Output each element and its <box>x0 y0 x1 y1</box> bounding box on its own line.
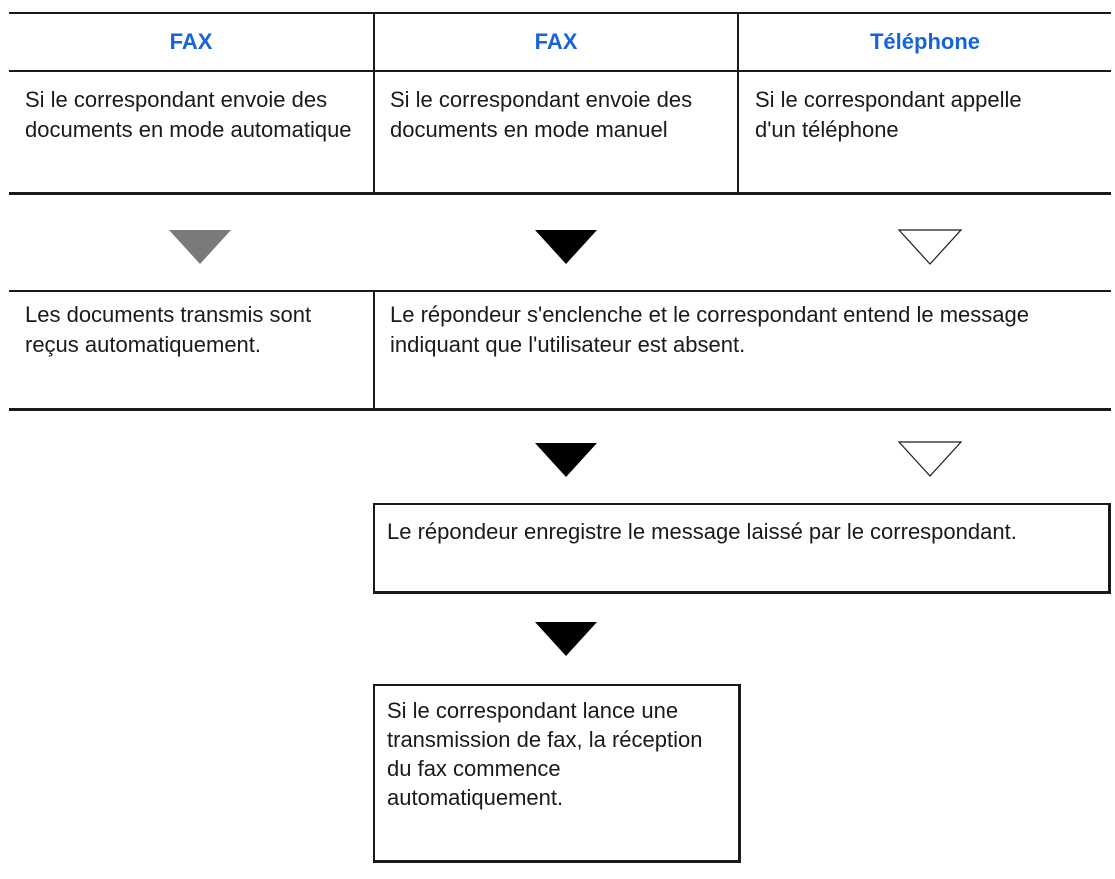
fax-reception-box: Si le correspondant lance une transmissi… <box>373 684 741 863</box>
arrow-down-outline <box>897 229 963 265</box>
answering-machine-text: Le répondeur s'enclenche et le correspon… <box>390 302 1029 357</box>
table-col-divider-1 <box>373 12 375 195</box>
row-top-line <box>9 290 1111 292</box>
column-header-telephone: Téléphone <box>869 29 980 54</box>
table-header-divider <box>9 70 1111 72</box>
table-bottom-line <box>9 192 1111 195</box>
table-top-line <box>9 12 1111 14</box>
column-header-fax-manual: FAX <box>534 29 578 54</box>
row-bottom-line <box>9 408 1111 411</box>
arrow-down-outline <box>897 441 963 477</box>
arrow-down-black <box>535 443 597 477</box>
column-desc-telephone: Si le correspondant appelle d'un télépho… <box>755 87 1022 142</box>
auto-receive-text: Les documents transmis sont reçus automa… <box>25 302 312 357</box>
arrow-down-gray <box>169 230 231 264</box>
column-header-fax-auto: FAX <box>169 29 213 54</box>
fax-reception-text: Si le correspondant lance une transmissi… <box>387 698 703 810</box>
records-message-box: Le répondeur enregistre le message laiss… <box>373 503 1111 594</box>
arrow-down-black <box>535 230 597 264</box>
row-divider <box>373 290 375 411</box>
arrow-down-black <box>535 622 597 656</box>
column-desc-fax-manual: Si le correspondant envoie des documents… <box>390 87 693 142</box>
table-col-divider-2 <box>737 12 739 195</box>
column-desc-fax-auto: Si le correspondant envoie des documents… <box>25 87 352 142</box>
records-message-text: Le répondeur enregistre le message laiss… <box>387 519 1017 544</box>
